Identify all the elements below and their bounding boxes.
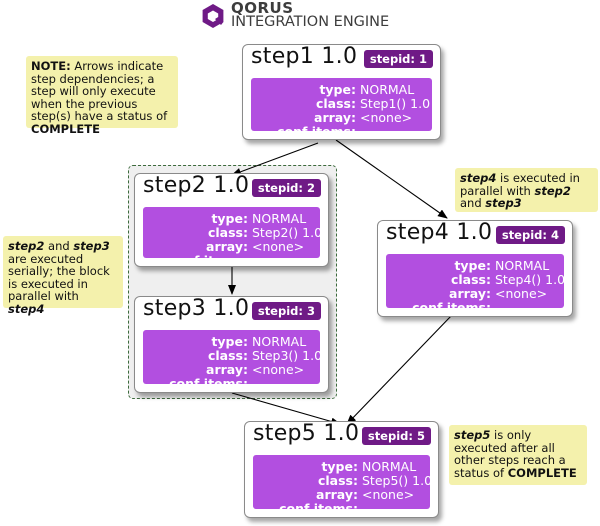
note-emphasis: COMPLETE: [507, 465, 577, 480]
note-text: and: [44, 239, 74, 253]
step-properties: type: NORMAL class: Step2() 1.0 array: <non…: [143, 207, 323, 268]
note-text: are executed serially; the block is exec…: [8, 251, 110, 303]
class-value: Step4() 1.0: [495, 272, 566, 287]
array-value: <none>: [360, 110, 413, 125]
type-label: type:: [211, 211, 248, 226]
note-step-ref: step4: [8, 301, 45, 316]
conf-items-value: ...: [495, 300, 507, 315]
step-properties: type: NORMAL class: Step4() 1.0 array: <non…: [386, 254, 566, 315]
note-emphasis: COMPLETE: [31, 121, 100, 136]
type-value: NORMAL: [495, 258, 550, 273]
arrow-step3-step5: [231, 392, 341, 426]
arrow-step4-step5: [346, 314, 453, 425]
array-label: array:: [314, 110, 356, 125]
array-value: <none>: [362, 487, 415, 502]
step-properties: type: NORMAL class: Step5() 1.0 array: <non…: [253, 455, 433, 516]
qorus-logo-icon: [202, 4, 224, 28]
brand-name: QORUS: [231, 0, 294, 17]
class-label: class:: [317, 473, 358, 488]
note-text: and: [460, 196, 486, 210]
class-label: class:: [450, 272, 491, 287]
type-value: NORMAL: [252, 211, 307, 226]
note-step-ref: step5: [454, 428, 491, 442]
type-value: NORMAL: [252, 334, 307, 349]
step-node-4[interactable]: step4 1.0 stepid: 4 type: NORMAL class: St…: [377, 220, 573, 317]
note-step4-parallel: step4 is executed in parallel with step2…: [455, 168, 598, 212]
note-text: is executed in parallel with: [460, 171, 580, 198]
conf-items-value: ...: [252, 376, 264, 391]
array-value: <none>: [495, 286, 548, 301]
stepid-badge: stepid: 3: [251, 302, 321, 320]
array-label: array:: [449, 286, 491, 301]
step-node-2[interactable]: step2 1.0 stepid: 2 type: NORMAL class: St…: [134, 173, 329, 268]
arrow-step1-step2: [231, 142, 319, 176]
note-heading: NOTE:: [31, 59, 71, 73]
brand-tagline: INTEGRATION ENGINE: [231, 14, 390, 30]
conf-items-value: ...: [252, 253, 264, 268]
type-label: type:: [319, 82, 356, 97]
note-arrow-dependencies: NOTE: Arrows indicate step dependencies;…: [26, 56, 178, 135]
qorus-logo: QORUS INTEGRATION ENGINE: [200, 0, 400, 34]
note-text: Arrows indicate step dependencies; a ste…: [31, 59, 168, 123]
array-value: <none>: [252, 362, 305, 377]
step-properties: type: NORMAL class: Step3() 1.0 array: <non…: [143, 330, 323, 391]
note-step-ref: step4: [460, 171, 497, 185]
type-label: type:: [454, 258, 491, 273]
note-step-ref: step3: [73, 239, 110, 253]
array-label: array:: [316, 487, 358, 502]
class-value: Step3() 1.0: [252, 348, 323, 363]
conf-items-value: ...: [360, 124, 372, 139]
arrow-step1-step4: [335, 139, 448, 219]
class-label: class:: [315, 96, 356, 111]
step-title: step2 1.0: [143, 173, 250, 198]
class-label: class:: [207, 225, 248, 240]
note-text: is only executed after all other steps r…: [454, 428, 566, 480]
note-step-ref: step2: [8, 239, 45, 253]
class-label: class:: [207, 348, 248, 363]
note-serial-block: step2 and step3 are executed serially; t…: [3, 236, 123, 315]
conf-items-value: ...: [362, 501, 374, 516]
stepid-badge: stepid: 2: [251, 179, 321, 197]
type-value: NORMAL: [362, 459, 417, 474]
step-title: step4 1.0: [386, 220, 493, 245]
type-value: NORMAL: [360, 82, 415, 97]
step-title: step1 1.0: [251, 44, 358, 69]
note-step-ref: step2: [534, 183, 571, 198]
step-node-1[interactable]: step1 1.0 stepid: 1 type: NORMAL class: St…: [242, 44, 441, 140]
step-properties: type: NORMAL class: Step1() 1.0 array: <non…: [251, 78, 432, 139]
class-value: Step2() 1.0: [252, 225, 323, 240]
conf-items-label: conf items:: [279, 501, 358, 516]
stepid-badge: stepid: 1: [363, 50, 433, 68]
array-label: array:: [206, 239, 248, 254]
stepid-badge: stepid: 5: [361, 427, 431, 445]
step-title: step3 1.0: [143, 296, 250, 321]
conf-items-label: conf items:: [277, 124, 356, 139]
step-title: step5 1.0: [253, 421, 360, 446]
array-label: array:: [206, 362, 248, 377]
step-node-5[interactable]: step5 1.0 stepid: 5 type: NORMAL class: St…: [244, 421, 439, 518]
class-value: Step5() 1.0: [362, 473, 433, 488]
stepid-badge: stepid: 4: [495, 226, 565, 244]
note-step5-complete: step5 is only executed after all other s…: [449, 425, 587, 485]
note-step-ref: step3: [485, 196, 522, 210]
class-value: Step1() 1.0: [360, 96, 431, 111]
type-label: type:: [211, 334, 248, 349]
conf-items-label: conf items:: [412, 300, 491, 315]
step-node-3[interactable]: step3 1.0 stepid: 3 type: NORMAL class: St…: [134, 296, 329, 393]
type-label: type:: [321, 459, 358, 474]
array-value: <none>: [252, 239, 305, 254]
conf-items-label: conf items:: [169, 376, 248, 391]
conf-items-label: conf items:: [169, 253, 248, 268]
